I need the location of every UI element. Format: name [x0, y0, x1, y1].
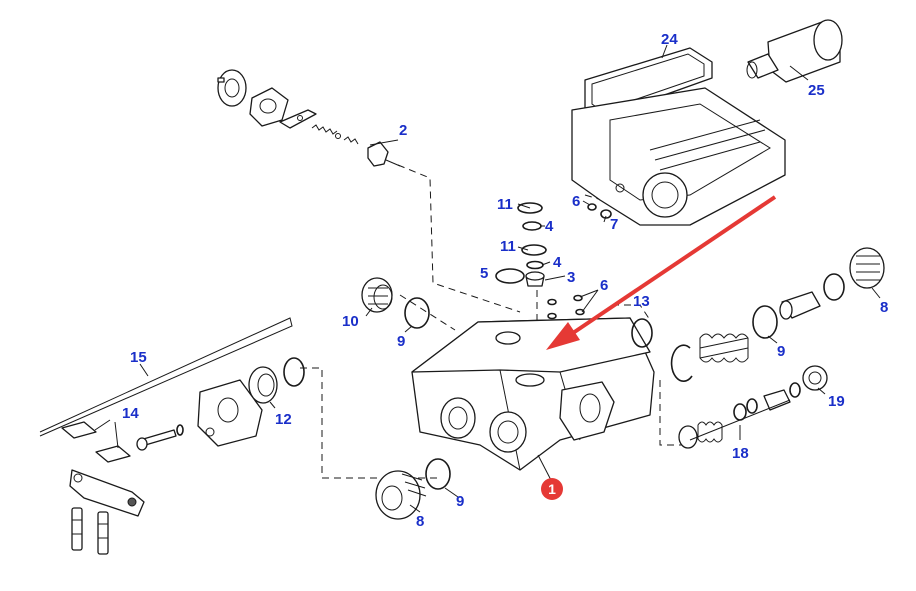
red-arrow — [546, 195, 777, 350]
callout-12: 12 — [275, 411, 292, 428]
leader-lines — [39, 44, 881, 513]
part-9-oring-left — [404, 297, 430, 329]
part-8-plug-right — [849, 247, 885, 289]
part-1-badge: 1 — [541, 478, 563, 500]
oring-right-upper — [823, 273, 845, 301]
part-9-oring-bottom — [425, 458, 451, 490]
part-1-main-valve-block — [411, 317, 655, 471]
spring-right — [699, 333, 749, 363]
part-25-cartridge — [746, 19, 843, 83]
piston-right — [779, 291, 821, 320]
callout-13: 13 — [633, 293, 650, 310]
callout-6-mid: 6 — [600, 277, 608, 294]
callout-2: 2 — [399, 122, 407, 139]
callout-7: 7 — [610, 216, 618, 233]
callout-10: 10 — [342, 313, 359, 330]
callout-9-left: 9 — [397, 333, 405, 350]
callout-19: 19 — [828, 393, 845, 410]
flange-bracket — [197, 379, 263, 447]
callout-4-upper: 4 — [545, 218, 554, 235]
callout-4-lower: 4 — [553, 254, 562, 271]
callout-9-bottom: 9 — [456, 493, 464, 510]
callout-3: 3 — [567, 269, 575, 286]
callout-labels: 24 25 2 6 7 11 4 11 4 5 3 6 13 8 10 9 9 … — [122, 31, 888, 530]
part-2-solenoid-assembly — [217, 69, 401, 167]
callout-18: 18 — [732, 445, 749, 462]
callout-6-top: 6 — [572, 193, 580, 210]
callout-5: 5 — [480, 265, 488, 282]
callout-24: 24 — [661, 31, 678, 48]
part-19-cap — [802, 365, 828, 391]
callout-11-lower: 11 — [500, 238, 516, 255]
callout-9-right: 9 — [777, 343, 785, 360]
callout-14: 14 — [122, 405, 139, 422]
screw-and-washer — [136, 424, 184, 451]
part-12-seal — [248, 366, 278, 404]
orings-6-7 — [587, 203, 612, 219]
top-valve-body — [571, 87, 786, 226]
callout-15: 15 — [130, 349, 147, 366]
snap-ring-right — [670, 344, 693, 382]
part-5-oring — [495, 268, 525, 284]
part-13-ring — [631, 318, 653, 348]
badge-label: 1 — [548, 481, 556, 497]
lever-arm — [69, 469, 145, 517]
part-14-clips — [61, 421, 131, 463]
badge-circle — [541, 478, 563, 500]
part-18-spool-kit — [678, 382, 801, 449]
part-6-small-orings — [547, 294, 585, 320]
part-8-plug-bottom — [375, 470, 427, 520]
callout-25: 25 — [808, 82, 825, 99]
callout-8-right: 8 — [880, 299, 888, 316]
callout-11-upper: 11 — [497, 196, 513, 213]
callout-8-bottom: 8 — [416, 513, 424, 530]
part-9-oring-right — [752, 305, 778, 339]
oring-12 — [283, 357, 305, 387]
parts-stack-3-4-11 — [517, 202, 547, 287]
part-10-plug — [361, 277, 393, 313]
lever-pins — [71, 507, 109, 555]
